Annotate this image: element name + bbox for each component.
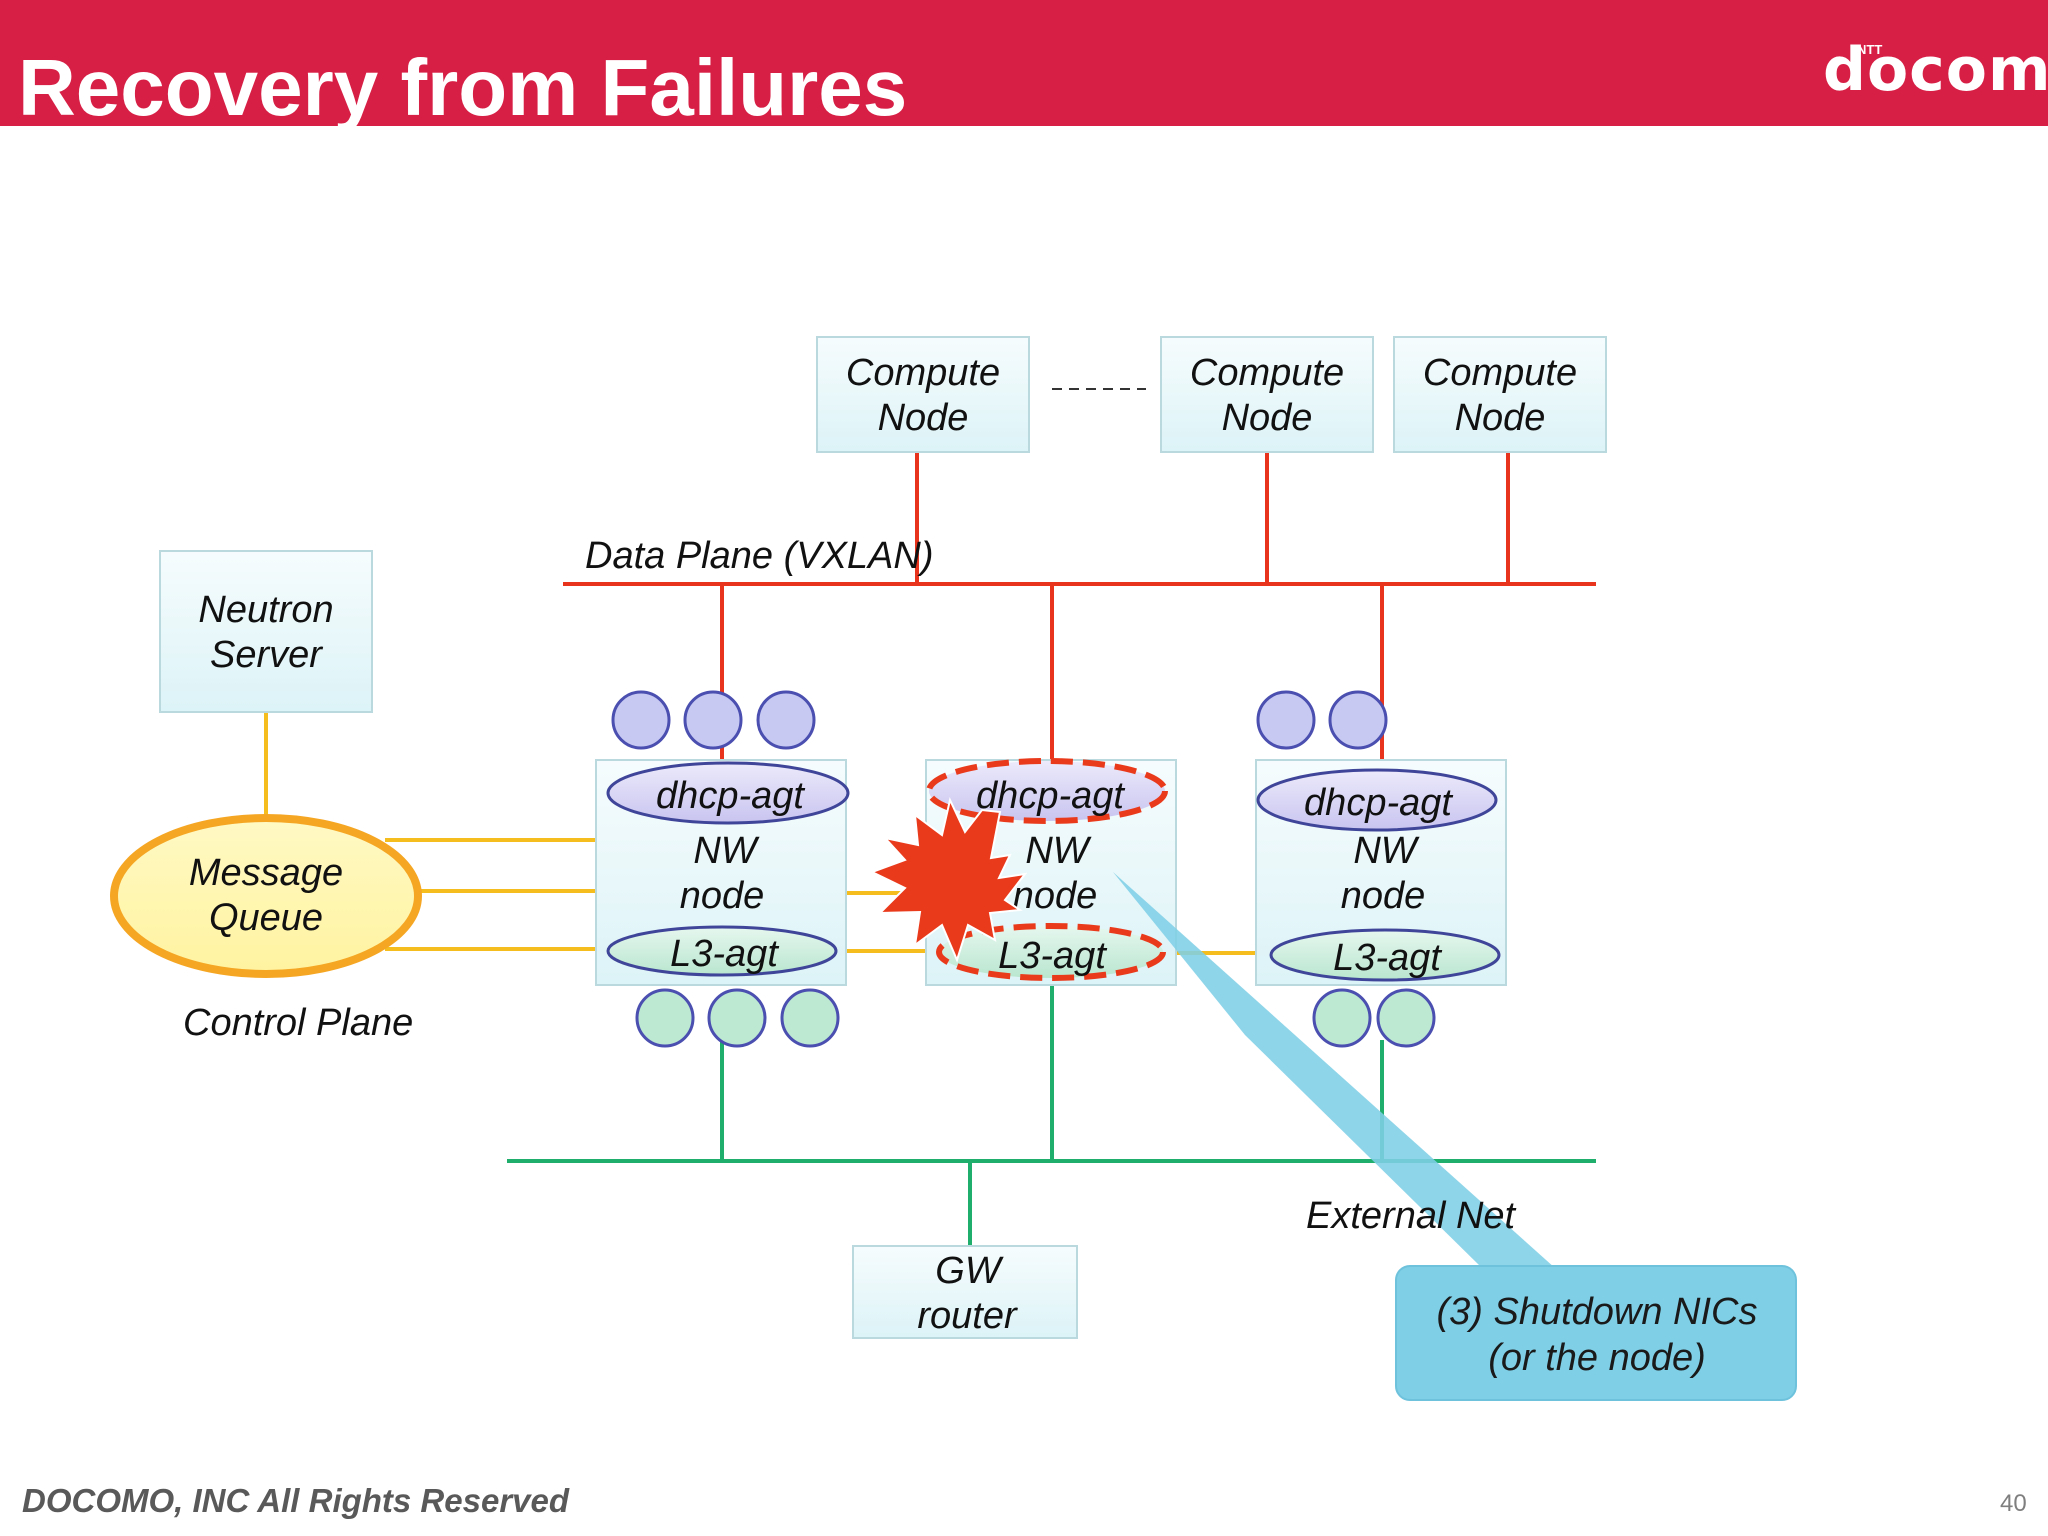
dhcp-agent-failed xyxy=(926,758,1168,824)
router-circle xyxy=(1328,690,1388,750)
control-plane-lines xyxy=(264,712,1256,955)
dhcp-agent-label: dhcp-agt xyxy=(1304,782,1453,824)
router-circle xyxy=(1256,690,1316,750)
gw-router: GW router xyxy=(852,1245,1078,1339)
nw-node-label: node xyxy=(1013,875,1098,917)
l3-agent xyxy=(1269,928,1501,982)
neutron-server-label: Server xyxy=(210,634,323,676)
nw-node: dhcp-agt NW node L3-agt xyxy=(595,759,850,986)
dhcp-agent-label: dhcp-agt xyxy=(656,775,805,817)
l3-agent-label: L3-agt xyxy=(1333,937,1442,979)
gw-router-label: GW xyxy=(935,1250,1004,1292)
data-plane-label: Data Plane (VXLAN) xyxy=(585,535,934,577)
compute-node-label: Node xyxy=(1222,397,1313,439)
dhcp-agent-label: dhcp-agt xyxy=(976,775,1125,817)
dhcp-agent xyxy=(606,761,850,825)
router-circle xyxy=(1376,988,1436,1048)
brand-logo: docomo xyxy=(1823,35,2048,105)
compute-node-label: Node xyxy=(1455,397,1546,439)
callout-pointer xyxy=(1113,872,1555,1268)
compute-node-label: Compute xyxy=(846,352,1000,394)
neutron-server: Neutron Server xyxy=(159,550,373,713)
l3-agent-label: L3-agt xyxy=(998,935,1107,977)
nw-node-label: NW xyxy=(1025,830,1091,872)
compute-node-label: Compute xyxy=(1190,352,1344,394)
neutron-server-label: Neutron xyxy=(198,589,333,631)
router-circle xyxy=(707,988,767,1048)
page-number: 40 xyxy=(2000,1490,2027,1517)
router-circle xyxy=(780,988,840,1048)
message-queue: Message Queue xyxy=(110,814,422,978)
router-circle xyxy=(635,988,695,1048)
nw-node-label: node xyxy=(1341,875,1426,917)
nw-node-label: NW xyxy=(1353,830,1419,872)
router-circles xyxy=(611,690,1388,750)
message-queue-label: Message xyxy=(189,852,343,894)
callout-text: (3) Shutdown NICs xyxy=(1436,1291,1757,1333)
router-circle xyxy=(683,690,743,750)
callout-box xyxy=(1395,1265,1797,1401)
nw-node-label: NW xyxy=(693,830,759,872)
router-circle xyxy=(756,690,816,750)
dhcp-agent xyxy=(1256,768,1498,832)
compute-node: Compute Node xyxy=(1160,336,1374,453)
title-bar xyxy=(0,0,2048,126)
slide-title: Recovery from Failures xyxy=(18,43,908,132)
nw-node-label: node xyxy=(680,875,765,917)
external-net-label: External Net xyxy=(1306,1195,1517,1237)
compute-node: Compute Node xyxy=(816,336,1030,453)
l3-agent xyxy=(606,925,838,977)
compute-node-label: Node xyxy=(878,397,969,439)
l3-agent-label: L3-agt xyxy=(670,933,779,975)
failure-burst-icon xyxy=(869,796,1028,963)
footer-copyright: DOCOMO, INC All Rights Reserved xyxy=(22,1482,570,1519)
nw-node: dhcp-agt NW node L3-agt xyxy=(1255,759,1507,986)
callout-text: (or the node) xyxy=(1488,1337,1706,1379)
router-circle xyxy=(1312,988,1372,1048)
message-queue-label: Queue xyxy=(209,897,323,939)
brand-tag: NTT xyxy=(1857,42,1883,57)
control-plane-label: Control Plane xyxy=(183,1002,413,1044)
gw-router-label: router xyxy=(917,1295,1018,1337)
router-circles-external xyxy=(635,988,1436,1048)
compute-node: Compute Node xyxy=(1393,336,1607,453)
compute-node-label: Compute xyxy=(1423,352,1577,394)
router-circle xyxy=(611,690,671,750)
